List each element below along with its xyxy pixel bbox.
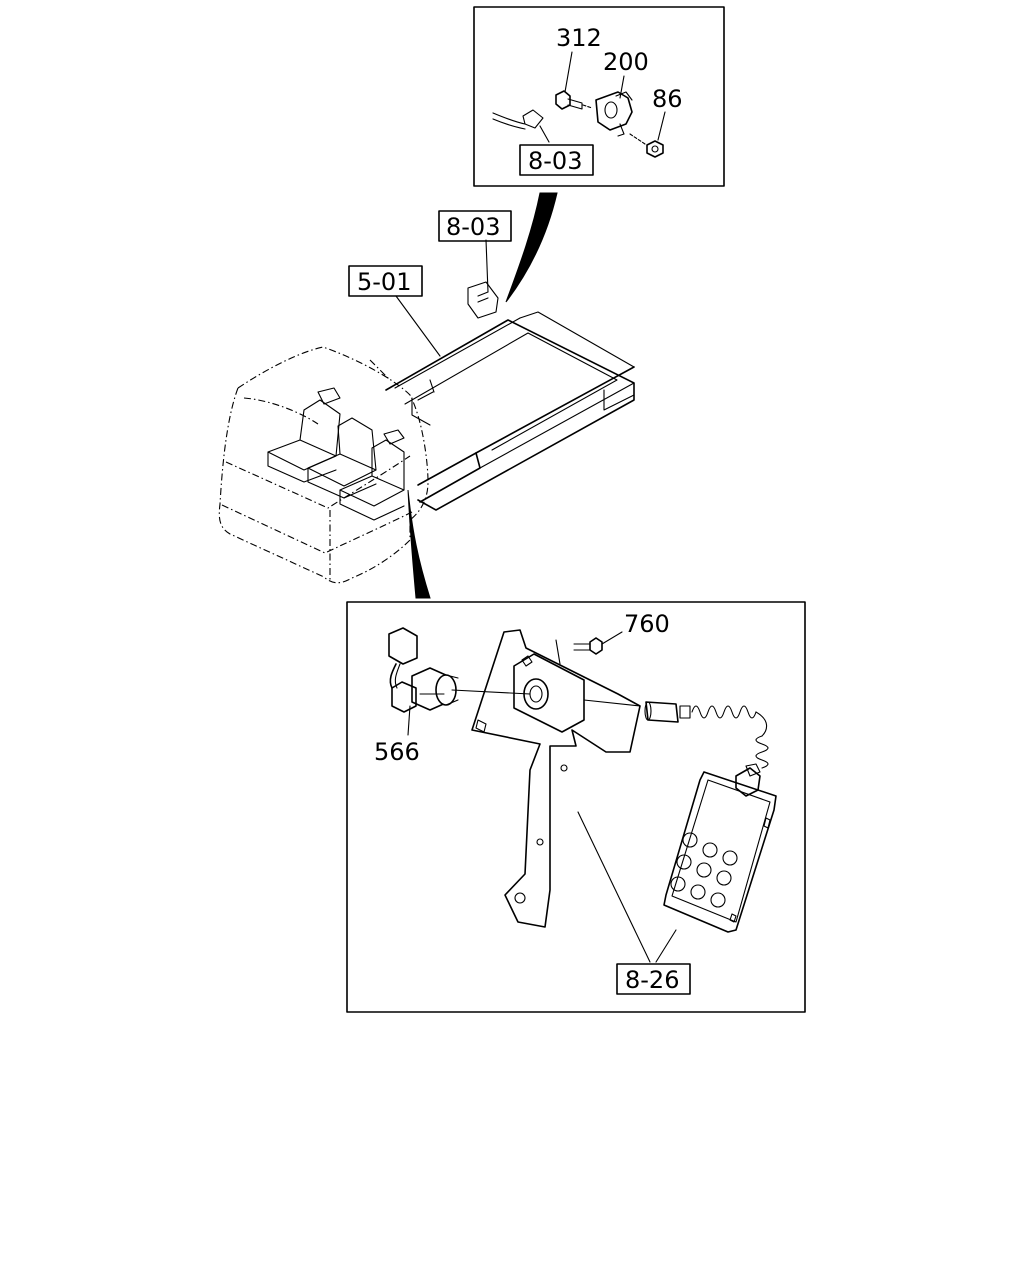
part-label-566: 566 — [374, 738, 420, 766]
mounting-bracket-icon — [451, 629, 641, 928]
seat-right-icon — [339, 429, 405, 521]
bottom-detail-box: 760 566 8-26 — [346, 601, 806, 1013]
bottom-callout-pointer — [407, 489, 431, 599]
ref-box-8-03-top — [519, 144, 594, 176]
frame-bracket-icon — [467, 281, 499, 319]
top-callout-pointer — [505, 192, 558, 303]
part-label-86: 86 — [652, 85, 683, 113]
part-label-200: 200 — [603, 48, 649, 76]
remote-pendant-icon — [663, 767, 777, 933]
bolt-312-icon — [555, 90, 593, 110]
coiled-cord-icon — [644, 701, 769, 777]
truck-chassis: 8-03 5-01 — [218, 210, 635, 584]
ref-label-8-26: 8-26 — [625, 966, 679, 994]
ref-box-5-01 — [348, 265, 423, 297]
ref-box-8-26 — [616, 963, 691, 995]
seat-middle-icon — [307, 417, 377, 499]
screw-760-icon — [573, 631, 623, 655]
cab-outline — [218, 346, 429, 584]
seat-left-icon — [267, 387, 341, 483]
nut-86-icon — [629, 133, 664, 158]
ref-label-8-03-frame: 8-03 — [446, 213, 500, 241]
ref-label-8-03-top: 8-03 — [528, 147, 582, 175]
ref-label-5-01: 5-01 — [357, 268, 411, 296]
part-label-760: 760 — [624, 610, 670, 638]
part-label-312: 312 — [556, 24, 602, 52]
sensor-200-icon — [595, 91, 633, 137]
ref-box-8-03-frame — [438, 210, 512, 242]
harness-plug-icon — [522, 109, 544, 129]
connector-566-icon — [388, 627, 459, 713]
top-detail-box: 312 200 86 8-03 — [473, 6, 725, 187]
